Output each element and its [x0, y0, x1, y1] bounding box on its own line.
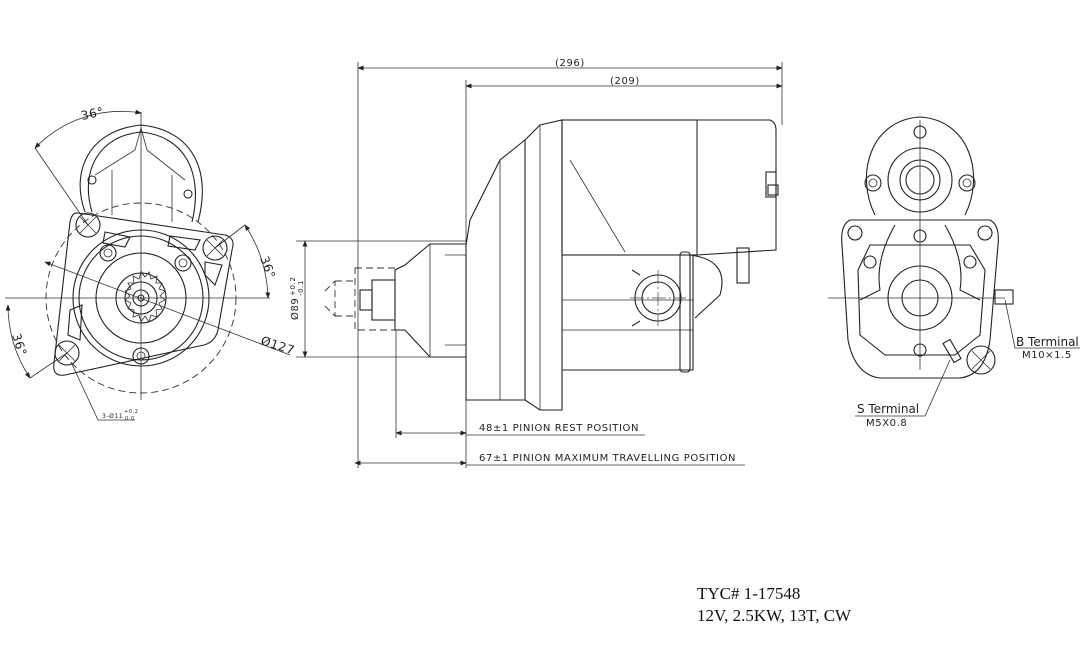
angle-left-label: 36°	[9, 332, 29, 358]
b-terminal-label: B Terminal	[1016, 335, 1079, 349]
s-terminal-label: S Terminal	[857, 402, 919, 416]
overall-length-label: (296)	[555, 58, 585, 69]
rear-view: B Terminal M10×1.5 S Terminal M5X0.8	[828, 116, 1080, 429]
mount-holes-label: 3-Ø11	[102, 413, 123, 420]
part-number: TYC# 1-17548	[697, 584, 801, 603]
front-view: 36° 36° 36° Ø127 3-Ø11 +0.2 0.0	[5, 104, 296, 422]
mount-holes-tol-lower: 0.0	[125, 416, 135, 422]
angle-right-label: 36°	[257, 254, 278, 280]
flange-tol-lower: -0.1	[297, 280, 305, 296]
mount-holes-tol-upper: +0.2	[124, 409, 139, 415]
pinion-max-label: 67±1 PINION MAXIMUM TRAVELLING POSITION	[479, 453, 736, 464]
flange-tol-upper: +0.2	[289, 277, 297, 296]
s-terminal-thread: M5X0.8	[866, 418, 907, 429]
angle-top-label: 36°	[80, 104, 105, 122]
spec-line: 12V, 2.5KW, 13T, CW	[697, 606, 852, 625]
flange-diameter-label: Ø89	[289, 298, 301, 320]
side-view: (296) (209) Ø89 +0.2 -0.1	[289, 58, 783, 468]
b-terminal-thread: M10×1.5	[1022, 350, 1072, 361]
body-length-label: (209)	[610, 76, 640, 87]
pinion-rest-label: 48±1 PINION REST POSITION	[479, 423, 639, 434]
pilot-diameter-label: Ø127	[259, 334, 296, 358]
